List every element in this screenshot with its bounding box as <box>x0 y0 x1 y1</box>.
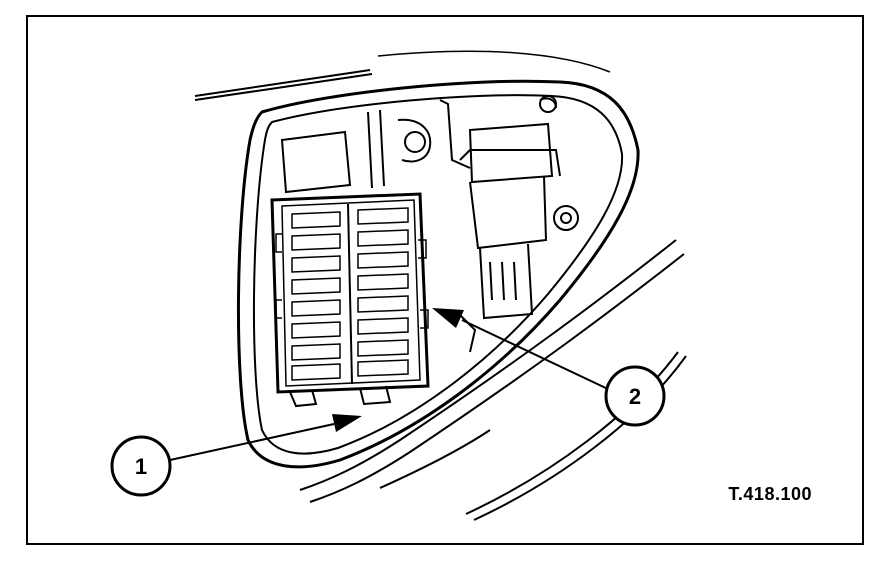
callout-2-arrowhead <box>432 308 464 328</box>
callout-1: 1 <box>110 414 362 497</box>
compartment-opening <box>236 79 640 469</box>
body-panel-lines <box>194 50 611 101</box>
body-contour-lines <box>299 239 687 521</box>
callout-2-leader <box>461 319 611 391</box>
callout-1-leader <box>169 423 335 461</box>
callout-2-circle <box>604 365 666 427</box>
callout-1-arrowhead <box>332 414 362 432</box>
callout-2: 2 <box>432 308 666 427</box>
fuse-box <box>270 192 430 408</box>
reference-code: T.418.100 <box>728 484 812 504</box>
callout-2-label: 2 <box>629 384 641 409</box>
callout-1-label: 1 <box>135 454 147 479</box>
background-components <box>280 95 579 353</box>
callout-1-circle <box>110 435 172 497</box>
figure-frame <box>26 15 864 545</box>
